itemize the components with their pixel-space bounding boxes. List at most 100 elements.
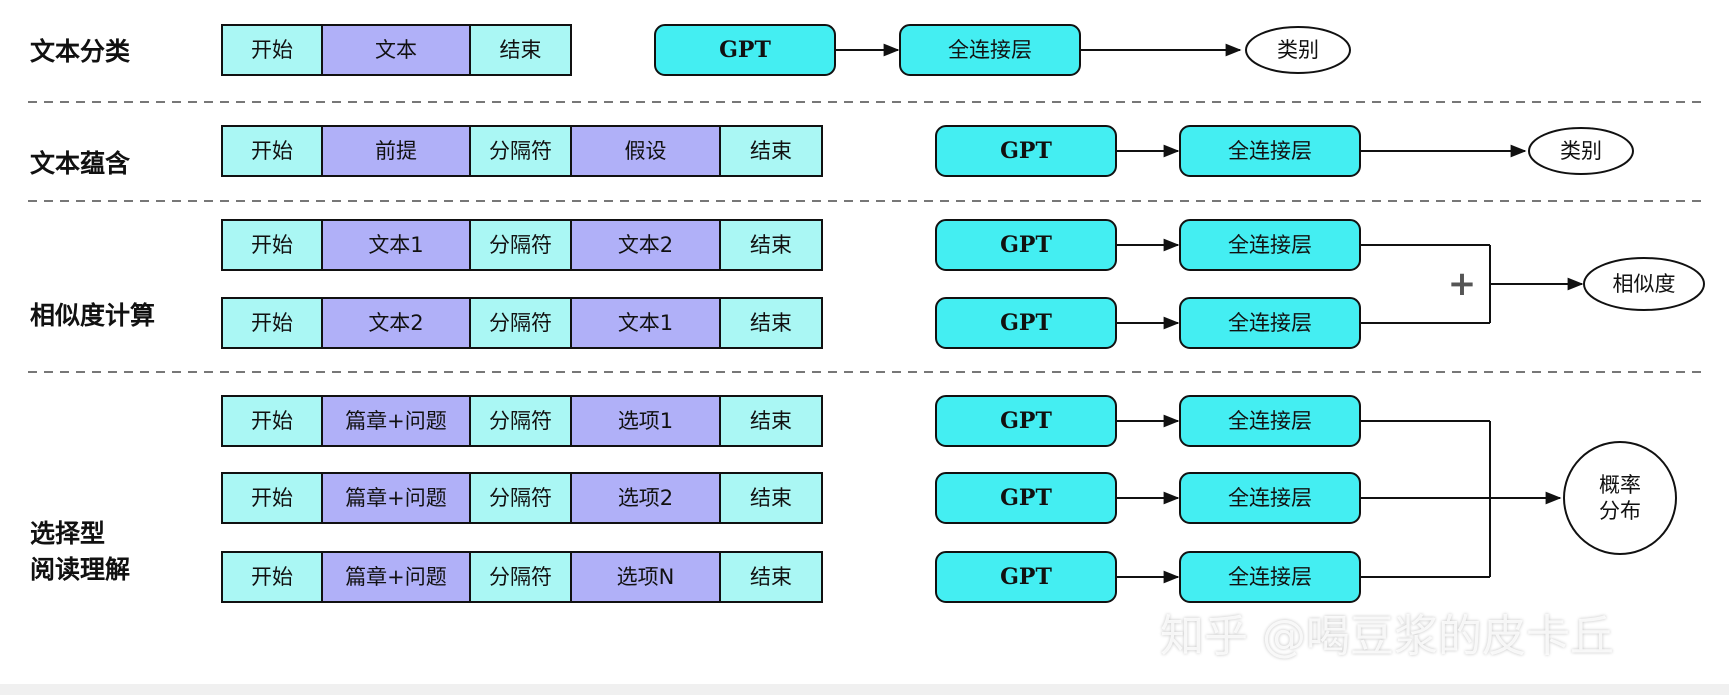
- token-label: 开始: [251, 311, 293, 335]
- token-label: 篇章+问题: [345, 565, 447, 589]
- token-box: [570, 125, 721, 177]
- task-label-text-entailment: 文本蕴含: [30, 149, 131, 178]
- output-node: [1583, 257, 1705, 311]
- token-label: 分隔符: [489, 486, 552, 510]
- output-node: [1563, 441, 1677, 555]
- fc-layer-box: [1179, 297, 1361, 349]
- gpt-label: GPT: [1000, 138, 1052, 164]
- gpt-label: GPT: [1000, 485, 1052, 511]
- output-label: 类别: [1560, 139, 1602, 163]
- token-box: [321, 24, 471, 76]
- token-label: 文本2: [368, 311, 423, 335]
- gpt-box: [935, 472, 1117, 524]
- gpt-box: [935, 219, 1117, 271]
- token-label: 结束: [750, 409, 792, 433]
- fc-layer-label: 全连接层: [1228, 565, 1312, 589]
- fc-layer-box: [1179, 219, 1361, 271]
- fc-layer-label: 全连接层: [1228, 139, 1312, 163]
- fc-layer-label: 全连接层: [1228, 409, 1312, 433]
- output-label: 分布: [1599, 499, 1641, 523]
- gpt-box: [935, 551, 1117, 603]
- token-label: 分隔符: [489, 311, 552, 335]
- token-label: 文本2: [618, 233, 673, 257]
- gpt-label: GPT: [1000, 310, 1052, 336]
- fc-layer-label: 全连接层: [948, 38, 1032, 62]
- token-label: 开始: [251, 565, 293, 589]
- output-label: 概率: [1599, 473, 1641, 497]
- token-label: 选项2: [618, 486, 673, 510]
- fc-layer-box: [1179, 551, 1361, 603]
- token-label: 前提: [375, 139, 417, 163]
- token-box: [719, 472, 823, 524]
- token-box: [221, 24, 323, 76]
- token-label: 结束: [750, 233, 792, 257]
- token-box: [321, 219, 471, 271]
- token-box: [321, 395, 471, 447]
- token-label: 开始: [251, 233, 293, 257]
- token-box: [719, 395, 823, 447]
- token-box: [221, 472, 323, 524]
- fc-layer-box: [1179, 125, 1361, 177]
- fc-layer-box: [1179, 395, 1361, 447]
- fc-layer-box: [1179, 472, 1361, 524]
- token-box: [719, 297, 823, 349]
- fc-layer-box: [899, 24, 1081, 76]
- bottom-strip: [0, 684, 1729, 695]
- token-box: [719, 551, 823, 603]
- token-label: 文本1: [368, 233, 423, 257]
- token-box: [719, 125, 823, 177]
- output-node: [1528, 127, 1634, 175]
- token-box: [321, 125, 471, 177]
- task-label-multiple-choice: 选择型 阅读理解: [30, 519, 131, 584]
- token-label: 开始: [251, 486, 293, 510]
- output-node: [1245, 26, 1351, 74]
- token-label: 分隔符: [489, 409, 552, 433]
- gpt-box: [654, 24, 836, 76]
- token-box: [570, 395, 721, 447]
- token-label: 选项1: [618, 409, 673, 433]
- gpt-label: GPT: [1000, 408, 1052, 434]
- token-label: 选项N: [617, 565, 675, 589]
- token-label: 分隔符: [489, 565, 552, 589]
- fc-layer-label: 全连接层: [1228, 311, 1312, 335]
- token-box: [469, 125, 572, 177]
- gpt-box: [935, 395, 1117, 447]
- token-box: [221, 395, 323, 447]
- token-box: [570, 472, 721, 524]
- token-label: 分隔符: [489, 139, 552, 163]
- token-box: [321, 551, 471, 603]
- watermark: 知乎 @喝豆浆的皮卡丘: [1160, 611, 1614, 662]
- output-label: 类别: [1277, 38, 1319, 62]
- token-label: 结束: [750, 486, 792, 510]
- gpt-box: [935, 125, 1117, 177]
- token-box: [469, 551, 572, 603]
- token-label: 篇章+问题: [345, 486, 447, 510]
- token-box: [221, 219, 323, 271]
- gpt-box: [935, 297, 1117, 349]
- token-label: 结束: [500, 38, 542, 62]
- token-label: 结束: [750, 139, 792, 163]
- token-label: 文本: [375, 38, 417, 62]
- token-box: [719, 219, 823, 271]
- task-label-text-classification: 文本分类: [30, 37, 131, 66]
- token-label: 结束: [750, 311, 792, 335]
- fc-layer-label: 全连接层: [1228, 233, 1312, 257]
- token-label: 文本1: [618, 311, 673, 335]
- gpt-label: GPT: [719, 37, 771, 63]
- token-label: 结束: [750, 565, 792, 589]
- token-box: [321, 297, 471, 349]
- token-label: 篇章+问题: [345, 409, 447, 433]
- token-label: 开始: [251, 139, 293, 163]
- token-label: 分隔符: [489, 233, 552, 257]
- token-label: 开始: [251, 38, 293, 62]
- token-box: [221, 551, 323, 603]
- output-label: 相似度: [1613, 272, 1676, 296]
- task-label-similarity: 相似度计算: [30, 301, 156, 330]
- gpt-label: GPT: [1000, 564, 1052, 590]
- fc-layer-label: 全连接层: [1228, 486, 1312, 510]
- token-box: [221, 297, 323, 349]
- token-box: [469, 24, 572, 76]
- token-box: [570, 551, 721, 603]
